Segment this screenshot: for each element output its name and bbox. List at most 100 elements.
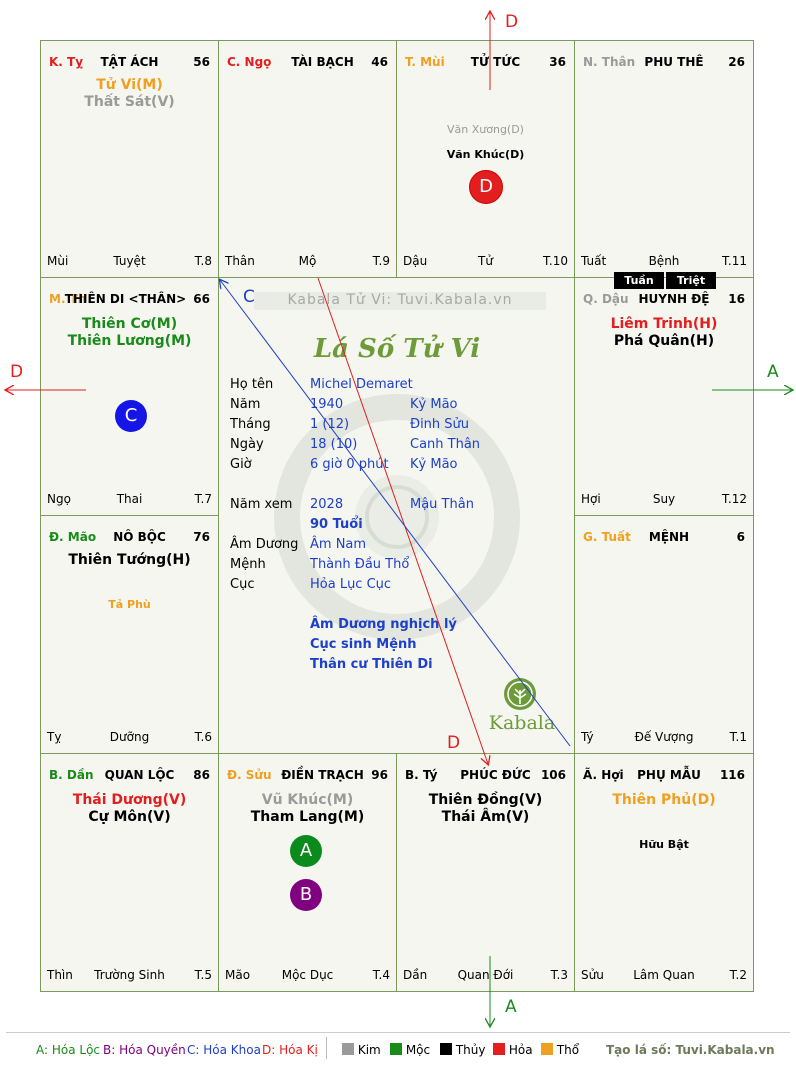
star-thai-duong: Thái Dương(V): [72, 792, 187, 808]
palace-stage: Tử: [478, 254, 493, 268]
palace-age: 46: [371, 55, 388, 69]
hoa-ki-marker: D: [469, 170, 503, 204]
palace-term: T.6: [194, 730, 212, 744]
star-thien-co: Thiên Cơ(M): [81, 316, 178, 332]
palace-name: PHÚC ĐỨC: [460, 768, 531, 782]
info-label: Tháng: [230, 417, 271, 432]
palace-quan-loc[interactable]: B. Dần QUAN LỘC 86 Thái Dương(V) Cự Môn(V)…: [40, 753, 219, 992]
palace-age: 66: [193, 292, 210, 306]
info-value-can-chi: Kỷ Mão: [410, 397, 458, 412]
legend: A: Hóa Lộc B: Hóa Quyền C: Hóa Khoa D: H…: [0, 1033, 796, 1069]
info-value: 2028: [310, 497, 344, 512]
palace-stem: B. Tý: [405, 768, 438, 782]
palace-stem: K. Tỵ: [49, 55, 84, 69]
info-value: Hỏa Lục Cục: [310, 577, 392, 592]
legend-tho: Thổ: [541, 1043, 579, 1057]
palace-age: 116: [719, 768, 745, 782]
info-label: Năm xem: [230, 497, 293, 512]
palace-name: QUAN LỘC: [104, 768, 175, 782]
legend-hoa-quyen: B: Hóa Quyền: [103, 1043, 186, 1057]
palace-stage: Trường Sinh: [94, 968, 165, 982]
info-value: 1 (12): [310, 417, 350, 432]
palace-term: T.2: [729, 968, 747, 982]
palace-stem: G. Tuất: [583, 530, 631, 544]
palace-term: T.11: [722, 254, 747, 268]
palace-branch: Dần: [403, 968, 428, 982]
palace-name: NÔ BỘC: [113, 530, 166, 544]
info-value: 6 giờ 0 phút: [310, 457, 389, 472]
palace-name: PHỤ MẪU: [637, 768, 701, 782]
note-than-cu: Thân cư Thiên Di: [310, 657, 433, 672]
info-label: Cục: [230, 577, 255, 592]
palace-stem: N. Thân: [583, 55, 636, 69]
palace-stem: Q. Dậu: [583, 292, 629, 306]
palace-branch: Thìn: [47, 968, 73, 982]
palace-age: 26: [728, 55, 745, 69]
tho-swatch: [541, 1043, 553, 1055]
palace-stem: Ã. Hợi: [583, 768, 624, 782]
thuy-swatch: [440, 1043, 452, 1055]
note-cuc-menh: Cục sinh Mệnh: [310, 637, 417, 652]
palace-age: 6: [736, 530, 745, 544]
palace-stem: Đ. Mão: [49, 530, 97, 544]
arrow-label-right: A: [767, 362, 779, 382]
palace-branch: Ngọ: [47, 492, 71, 506]
palace-term: T.1: [729, 730, 747, 744]
palace-name: TÀI BẠCH: [291, 55, 354, 69]
palace-stage: Dưỡng: [109, 730, 150, 744]
info-value: 1940: [310, 397, 344, 412]
palace-stage: Tuyệt: [113, 254, 146, 268]
palace-stem: T. Mùi: [405, 55, 445, 69]
chart-title: Lá Số Tử Vi: [313, 334, 481, 364]
palace-age: 86: [193, 768, 210, 782]
legend-hoa-loc: A: Hóa Lộc: [36, 1043, 101, 1057]
star-van-xuong: Văn Xương(D): [447, 123, 524, 136]
palace-term: T.9: [372, 254, 390, 268]
palace-branch: Mão: [225, 968, 251, 982]
palace-branch: Thân: [225, 254, 255, 268]
hoa-khoa-marker: C: [115, 400, 147, 432]
center-panel: Kabala Tử Vi: Tuvi.Kabala.vn Lá Số Tử Vi…: [218, 278, 576, 754]
palace-name: TỬ TỨC: [470, 55, 521, 69]
star-tu-vi: Tử Vi(M): [96, 77, 163, 93]
palace-age: 76: [193, 530, 210, 544]
palace-term: T.4: [372, 968, 390, 982]
watermark-text: Kabala Tử Vi: Tuvi.Kabala.vn: [287, 292, 513, 308]
tuan-tag: Tuần: [614, 272, 664, 289]
palace-stem: B. Dần: [49, 768, 94, 782]
info-value: Michel Demaret: [310, 377, 413, 392]
arrow-label-center-d: D: [447, 733, 461, 753]
age-value: 90 Tuổi: [310, 517, 363, 532]
hoa-quyen-marker: B: [290, 879, 322, 911]
palace-age: 96: [371, 768, 388, 782]
info-label: Năm: [230, 397, 261, 412]
hoa-loc-marker: A: [290, 835, 322, 867]
palace-stage: Lâm Quan: [633, 968, 695, 982]
star-huu-bat: Hữu Bật: [639, 838, 689, 851]
kim-swatch: [342, 1043, 354, 1055]
legend-site[interactable]: Tạo lá số: Tuvi.Kabala.vn: [606, 1043, 775, 1057]
palace-age: 36: [549, 55, 566, 69]
moc-swatch: [390, 1043, 402, 1055]
star-that-sat: Thất Sát(V): [84, 94, 175, 110]
palace-stage: Mộ: [298, 254, 317, 268]
hoa-swatch: [493, 1043, 505, 1055]
star-cu-mon: Cự Môn(V): [88, 809, 171, 825]
legend-hoa-khoa: C: Hóa Khoa: [187, 1043, 261, 1057]
star-thien-phu: Thiên Phủ(D): [612, 792, 716, 808]
palace-name: ĐIỀN TRẠCH: [281, 768, 364, 782]
info-value-can-chi: Đinh Sửu: [410, 417, 470, 432]
palace-stage: Thai: [116, 492, 143, 506]
